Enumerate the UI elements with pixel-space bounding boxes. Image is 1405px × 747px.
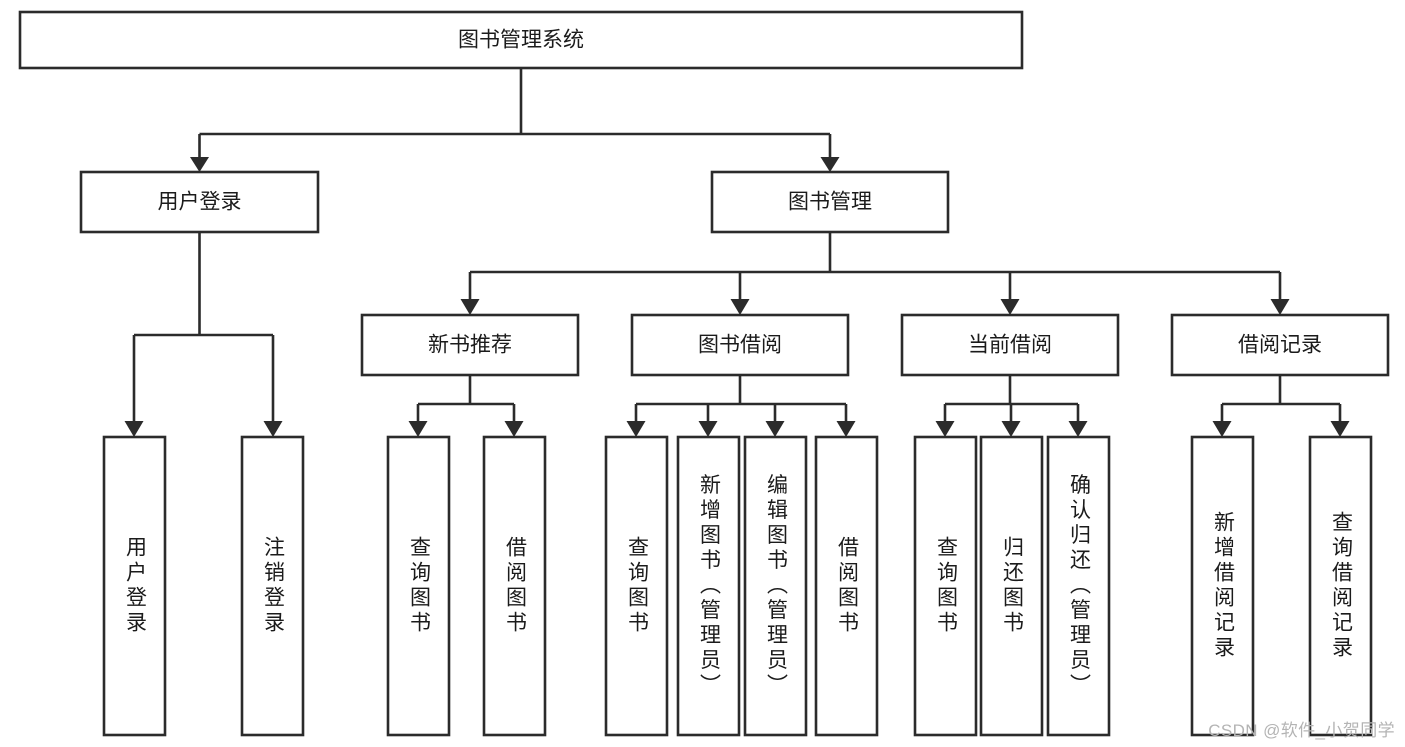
node-leaf-query-book-rec-box[interactable] bbox=[386, 435, 451, 737]
node-leaf-user-logout-box[interactable] bbox=[240, 435, 305, 737]
node-leaf-query-book-rec[interactable]: 查询图书 bbox=[386, 435, 451, 737]
node-user-login[interactable]: 用户登录 bbox=[79, 170, 320, 234]
leaf-layer: 用户登录 注销登录 查询图书 借阅图书 查询图书 新增图书（管理员） bbox=[102, 435, 1373, 737]
node-borrow-record-box[interactable] bbox=[1170, 313, 1390, 377]
node-leaf-add-borrow-record[interactable]: 新增借阅记录 bbox=[1190, 435, 1255, 737]
node-current-borrow-box[interactable] bbox=[900, 313, 1120, 377]
node-borrow-record-label: 借阅记录 bbox=[1238, 334, 1322, 357]
arrowhead-icon bbox=[190, 157, 209, 172]
node-leaf-edit-book-admin-box[interactable] bbox=[743, 435, 808, 737]
node-leaf-borrow-book-rec-label: 借阅图书 bbox=[503, 536, 527, 636]
node-leaf-user-logout-label: 注销登录 bbox=[261, 536, 285, 636]
node-leaf-confirm-return-admin-box[interactable] bbox=[1046, 435, 1111, 737]
node-leaf-return-book[interactable]: 归还图书 bbox=[979, 435, 1044, 737]
node-leaf-borrow-book-box[interactable] bbox=[814, 435, 879, 737]
node-new-book-recommend-box[interactable] bbox=[360, 313, 580, 377]
node-leaf-confirm-return-admin-label: 确认归还（管理员） bbox=[1067, 474, 1091, 699]
node-leaf-return-book-label: 归还图书 bbox=[1000, 536, 1024, 636]
arrowhead-icon bbox=[1330, 421, 1350, 437]
arrowhead-icon bbox=[1068, 421, 1088, 437]
node-book-manage-label: 图书管理 bbox=[788, 191, 872, 214]
node-borrow-record[interactable]: 借阅记录 bbox=[1170, 313, 1390, 377]
arrowhead-icon bbox=[124, 421, 144, 437]
arrowhead-icon bbox=[1001, 421, 1021, 437]
node-leaf-confirm-return-admin[interactable]: 确认归还（管理员） bbox=[1046, 435, 1111, 737]
arrowhead-icon bbox=[460, 299, 480, 315]
node-book-borrow-box[interactable] bbox=[630, 313, 850, 377]
edge-root-to-level1-bus bbox=[198, 68, 832, 158]
node-root[interactable]: 图书管理系统 bbox=[18, 10, 1024, 70]
arrowhead-icon bbox=[698, 421, 718, 437]
node-leaf-query-book-borrow[interactable]: 查询图书 bbox=[604, 435, 669, 737]
connector-layer bbox=[132, 68, 1342, 423]
node-new-book-recommend[interactable]: 新书推荐 bbox=[360, 313, 580, 377]
edge-currentborrow-bus bbox=[943, 375, 1080, 423]
arrowhead-icon bbox=[408, 421, 428, 437]
node-leaf-add-book-admin-label: 新增图书（管理员） bbox=[697, 474, 721, 699]
node-user-login-box[interactable] bbox=[79, 170, 320, 234]
edge-borrowrecord-bus bbox=[1220, 375, 1342, 423]
node-leaf-borrow-book-rec-box[interactable] bbox=[482, 435, 547, 737]
node-root-box[interactable] bbox=[18, 10, 1024, 70]
edge-userlogin-bus bbox=[132, 232, 275, 423]
node-leaf-add-book-admin-box[interactable] bbox=[676, 435, 741, 737]
node-leaf-query-book-borrow-box[interactable] bbox=[604, 435, 669, 737]
arrowhead-icon bbox=[1270, 299, 1290, 315]
node-leaf-user-login-label: 用户登录 bbox=[123, 536, 147, 636]
arrowhead-icon bbox=[1212, 421, 1232, 437]
node-leaf-edit-book-admin-label: 编辑图书（管理员） bbox=[764, 474, 788, 699]
node-book-manage[interactable]: 图书管理 bbox=[710, 170, 950, 234]
node-leaf-query-book-current[interactable]: 查询图书 bbox=[913, 435, 978, 737]
node-leaf-query-book-current-label: 查询图书 bbox=[934, 536, 958, 636]
node-leaf-add-book-admin[interactable]: 新增图书（管理员） bbox=[676, 435, 741, 737]
node-leaf-user-login-box[interactable] bbox=[102, 435, 167, 737]
node-current-borrow[interactable]: 当前借阅 bbox=[900, 313, 1120, 377]
node-book-manage-box[interactable] bbox=[710, 170, 950, 234]
node-leaf-query-borrow-record-box[interactable] bbox=[1308, 435, 1373, 737]
edge-bookmanage-bus bbox=[468, 232, 1282, 300]
arrowhead-icon bbox=[504, 421, 524, 437]
node-leaf-borrow-book-rec[interactable]: 借阅图书 bbox=[482, 435, 547, 737]
node-leaf-add-borrow-record-box[interactable] bbox=[1190, 435, 1255, 737]
node-leaf-borrow-book-label: 借阅图书 bbox=[835, 536, 859, 636]
node-leaf-edit-book-admin[interactable]: 编辑图书（管理员） bbox=[743, 435, 808, 737]
node-leaf-query-book-borrow-label: 查询图书 bbox=[625, 536, 649, 636]
node-leaf-borrow-book[interactable]: 借阅图书 bbox=[814, 435, 879, 737]
node-leaf-query-book-current-box[interactable] bbox=[913, 435, 978, 737]
node-leaf-query-borrow-record[interactable]: 查询借阅记录 bbox=[1308, 435, 1373, 737]
node-new-book-recommend-label: 新书推荐 bbox=[428, 334, 512, 357]
arrowhead-icon bbox=[626, 421, 646, 437]
arrowhead-icon bbox=[836, 421, 856, 437]
node-leaf-return-book-box[interactable] bbox=[979, 435, 1044, 737]
node-root-label: 图书管理系统 bbox=[458, 29, 584, 52]
csdn-watermark: CSDN @软件_小贺同学 bbox=[1208, 721, 1395, 740]
node-leaf-query-book-rec-label: 查询图书 bbox=[407, 536, 431, 636]
node-leaf-add-borrow-record-label: 新增借阅记录 bbox=[1211, 511, 1235, 661]
arrowhead-icon bbox=[730, 299, 750, 315]
node-leaf-user-logout[interactable]: 注销登录 bbox=[240, 435, 305, 737]
node-leaf-user-login[interactable]: 用户登录 bbox=[102, 435, 167, 737]
arrowhead-icon bbox=[1000, 299, 1020, 315]
arrowhead-icon bbox=[935, 421, 955, 437]
node-book-borrow[interactable]: 图书借阅 bbox=[630, 313, 850, 377]
arrowhead-icon bbox=[263, 421, 283, 437]
node-current-borrow-label: 当前借阅 bbox=[968, 334, 1052, 357]
node-book-borrow-label: 图书借阅 bbox=[698, 334, 782, 357]
node-leaf-query-borrow-record-label: 查询借阅记录 bbox=[1329, 511, 1353, 661]
arrowhead-layer bbox=[124, 157, 1350, 437]
arrowhead-icon bbox=[820, 157, 840, 172]
arrowhead-icon bbox=[765, 421, 785, 437]
node-user-login-label: 用户登录 bbox=[158, 191, 242, 214]
edge-newbook-bus bbox=[416, 375, 516, 423]
edge-bookborrow-bus bbox=[634, 375, 848, 423]
